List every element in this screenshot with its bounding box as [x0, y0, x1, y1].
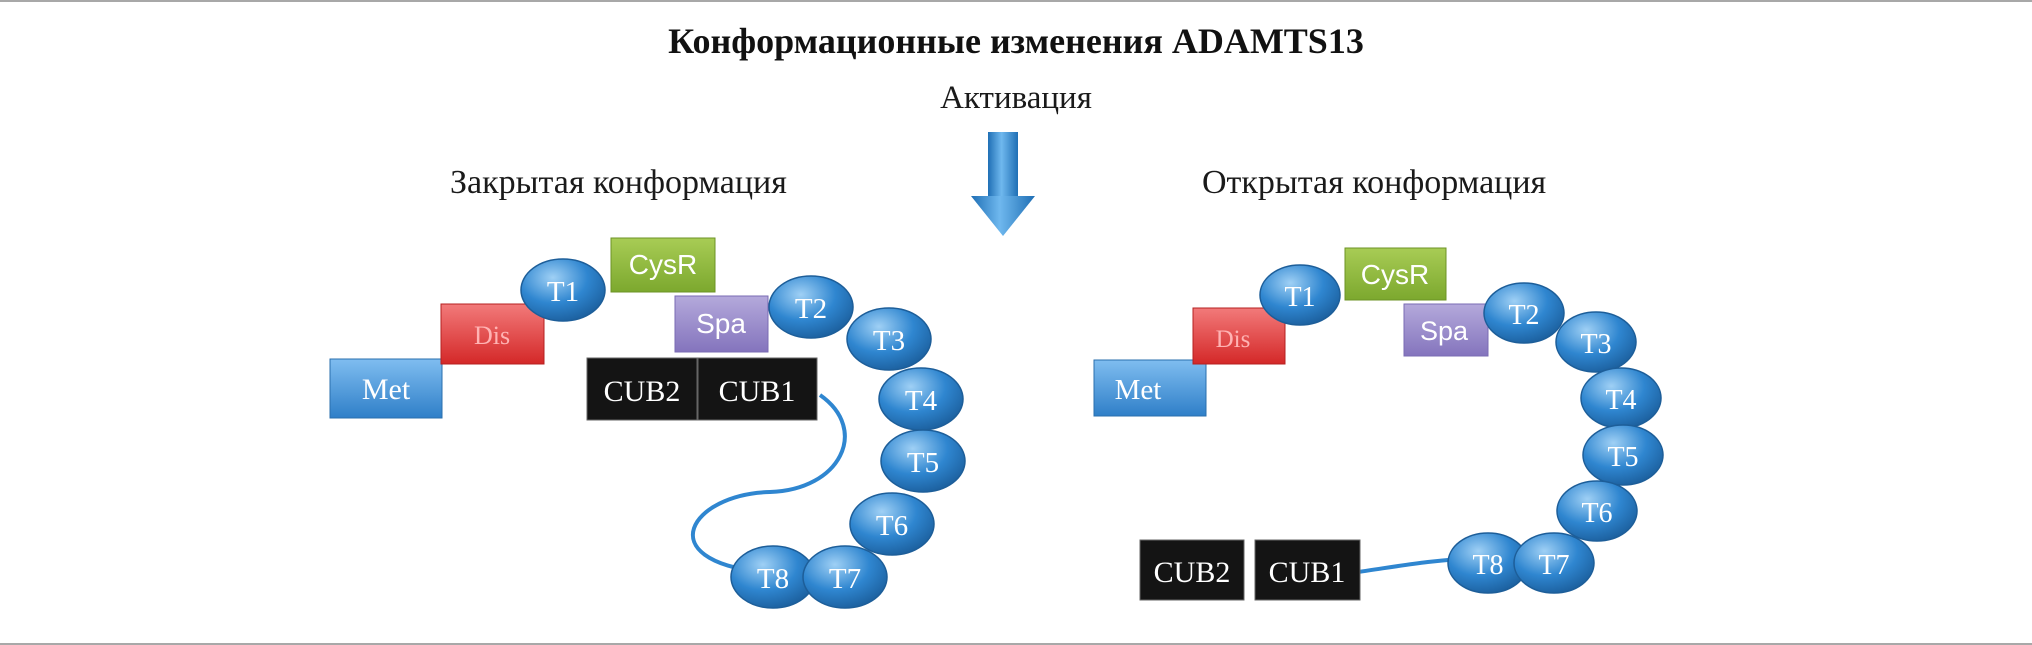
- svg-text:T4: T4: [1605, 385, 1636, 416]
- figure-title: Конформационные изменения ADAMTS13: [668, 21, 1364, 61]
- cub2-domain: [1139, 539, 1245, 601]
- cysr-domain-label: CysR: [1361, 259, 1429, 290]
- cub2-domain: [586, 357, 698, 421]
- dis-domain-label: Dis: [1216, 326, 1251, 353]
- svg-text:T6: T6: [876, 510, 908, 542]
- cysr-domain: [1344, 247, 1447, 301]
- dis-domain-label: Dis: [474, 321, 510, 350]
- tsp-t7: T7: [802, 545, 888, 609]
- tsp-t1: T1: [520, 258, 606, 322]
- svg-text:T3: T3: [873, 325, 905, 357]
- tsp-t4: T4: [1580, 367, 1662, 429]
- tsp-t7: T7: [1513, 532, 1595, 594]
- cub1-domain: [1254, 539, 1361, 601]
- tsp-t1: T1: [1259, 264, 1341, 326]
- tsp-t3: T3: [1555, 311, 1637, 373]
- activation-arrow-icon: [971, 132, 1035, 236]
- spa-domain-label: Spa: [696, 308, 746, 339]
- tsp-t6: T6: [1556, 480, 1638, 542]
- met-domain: [1093, 359, 1207, 417]
- dis-domain: [440, 303, 545, 365]
- spa-domain-label: Spa: [1420, 316, 1469, 346]
- activation-label: Активация: [940, 80, 1092, 116]
- svg-text:T8: T8: [757, 563, 789, 595]
- cub1-domain: [697, 357, 818, 421]
- open-conformation-label: Открытая конформация: [1202, 164, 1547, 201]
- cysr-domain-label: CysR: [629, 249, 697, 280]
- cub1-domain-label: CUB1: [1269, 556, 1346, 589]
- cub1-domain-label: CUB1: [719, 375, 796, 408]
- spa-domain: [1403, 303, 1489, 357]
- tsp-t6: T6: [849, 492, 935, 556]
- tsp-t5: T5: [880, 429, 966, 493]
- svg-text:T8: T8: [1472, 550, 1503, 581]
- tsp-t5: T5: [1582, 424, 1664, 486]
- open-conformation: Met Dis CysR Spa CUB2 CUB1 T1 T2 T3 T4: [1093, 247, 1664, 601]
- cub2-domain-label: CUB2: [1154, 556, 1231, 589]
- spa-domain: [674, 295, 769, 353]
- svg-text:T3: T3: [1580, 329, 1611, 360]
- svg-text:T1: T1: [1284, 282, 1315, 313]
- tsp-t3: T3: [846, 307, 932, 371]
- tsp-t8: T8: [730, 545, 816, 609]
- tsp-t8: T8: [1447, 532, 1529, 594]
- met-domain-label: Met: [362, 373, 411, 406]
- cub2-domain-label: CUB2: [604, 375, 681, 408]
- tsp-t2: T2: [1483, 282, 1565, 344]
- svg-text:T6: T6: [1581, 498, 1612, 529]
- closed-conformation-label: Закрытая конформация: [450, 164, 787, 201]
- closed-linker: [691, 393, 847, 574]
- dis-domain: [1192, 307, 1286, 365]
- svg-text:T2: T2: [1508, 300, 1539, 331]
- tsp-t2: T2: [768, 275, 854, 339]
- tsp-t4: T4: [878, 367, 964, 431]
- svg-text:T7: T7: [829, 563, 861, 595]
- met-domain-label: Met: [1115, 374, 1162, 406]
- closed-conformation: Met Dis CysR Spa CUB2 CUB1 T1 T2 T3 T4: [329, 237, 966, 609]
- svg-text:T5: T5: [1607, 442, 1638, 473]
- svg-text:T4: T4: [905, 385, 938, 417]
- svg-text:T5: T5: [907, 447, 939, 479]
- met-domain: [329, 358, 443, 419]
- cysr-domain: [610, 237, 716, 293]
- svg-text:T1: T1: [547, 276, 579, 308]
- svg-text:T7: T7: [1538, 550, 1569, 581]
- svg-text:T2: T2: [795, 293, 827, 325]
